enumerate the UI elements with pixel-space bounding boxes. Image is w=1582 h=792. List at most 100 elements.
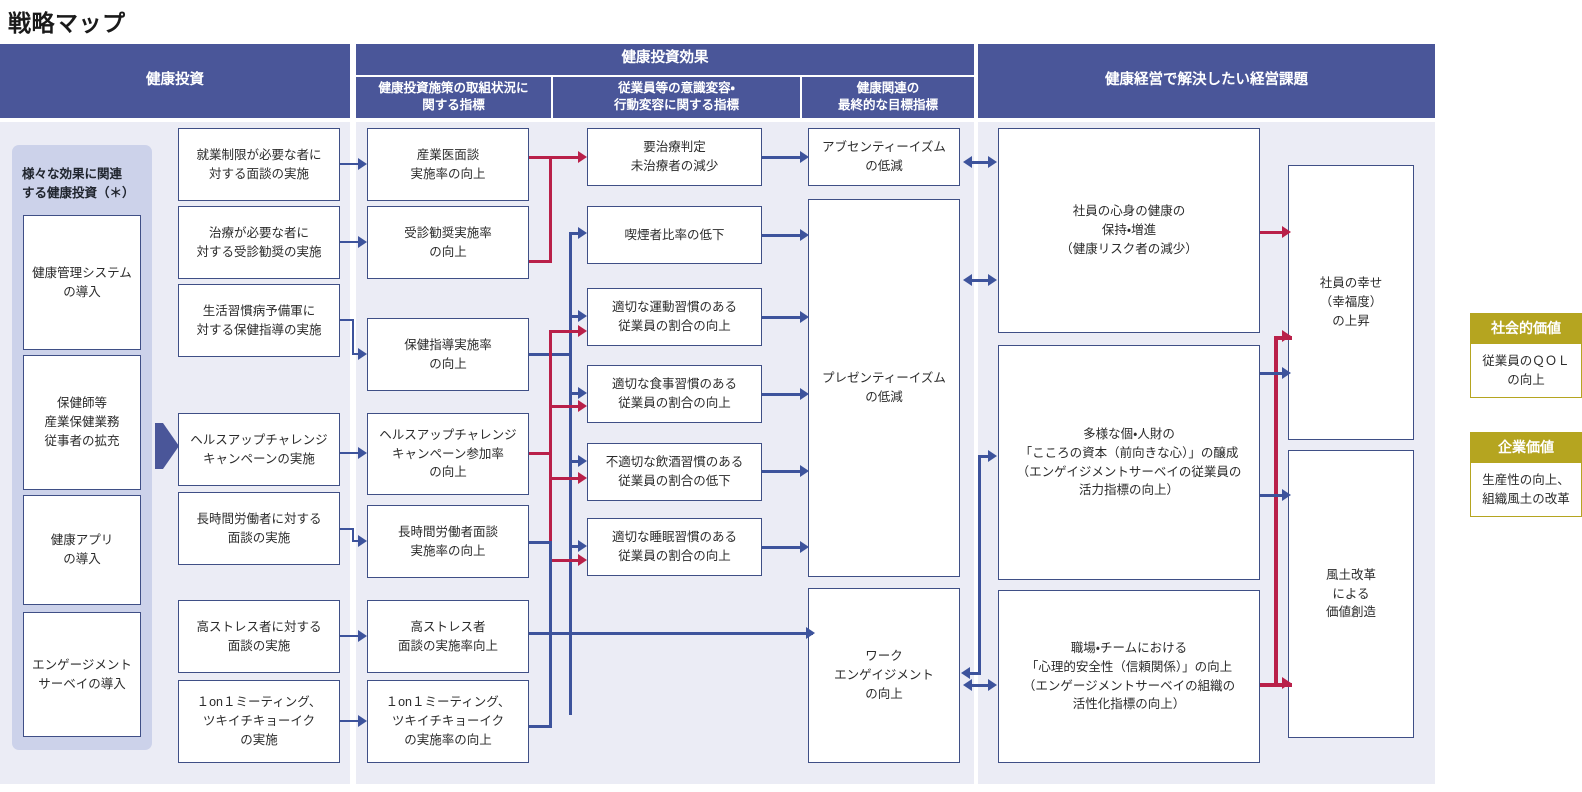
bluebus-b-out xyxy=(569,232,582,235)
connector-measure0-status0 xyxy=(340,163,359,165)
bluebus-e-stub6 xyxy=(529,725,551,728)
arrowhead-measure4-status4 xyxy=(358,535,367,547)
connector-measure2-status2b xyxy=(352,353,359,355)
final-indicator-0[interactable]: アブセンティーイズム の低減 xyxy=(808,128,960,186)
connector-measure5-status5 xyxy=(340,635,359,637)
status-indicator-2[interactable]: 保健指導実施率 の向上 xyxy=(367,318,529,391)
measure-3[interactable]: ヘルスアップチャレンジ キャンペーンの実施 xyxy=(178,413,340,486)
measure-2[interactable]: 生活習慣病予備軍に 対する保健指導の実施 xyxy=(178,284,340,357)
arrowhead-u-work xyxy=(961,667,970,679)
arrowhead-final2-issue2-right xyxy=(988,679,997,691)
measure-4[interactable]: 長時間労働者に対する 面談の実施 xyxy=(178,492,340,565)
final-indicator-1[interactable]: プレゼンティーイズム の低減 xyxy=(808,199,960,577)
behavior-indicator-2[interactable]: 適切な運動習慣のある 従業員の割合の向上 xyxy=(587,288,762,346)
redtrunk-vert xyxy=(1274,336,1278,686)
redbus-d-b4 xyxy=(549,477,581,480)
status-indicator-4[interactable]: 長時間労働者面談 実施率の向上 xyxy=(367,505,529,578)
management-issue-1[interactable]: 多様な個・人財の 「こころの資本（前向きな心）」の醸成 （エンゲイジメントサーベ… xyxy=(998,345,1260,580)
connector-behavior2-final1 xyxy=(762,316,806,319)
chevron-right-icon xyxy=(155,415,179,477)
connector-measure4-status4b xyxy=(352,540,359,542)
arrowhead-behavior0-final0 xyxy=(800,151,809,163)
arrowhead-blue-behavior4 xyxy=(578,455,587,467)
measure-5[interactable]: 高ストレス者に対する 面談の実施 xyxy=(178,600,340,673)
arrowhead-redtrunk-outcome1 xyxy=(1282,677,1291,689)
header-sublabel-behavior: 従業員等の意識変容・ 行動変容に関する指標 xyxy=(613,81,739,112)
investment-item-2[interactable]: 健康アプリ の導入 xyxy=(23,495,141,605)
connector-behavior3-final1 xyxy=(762,393,806,396)
arrowhead-u-issue1 xyxy=(988,450,997,462)
header-divider-horizontal xyxy=(356,75,974,77)
arrowhead-red-behavior0 xyxy=(578,151,587,163)
arrowhead-red-behavior4 xyxy=(578,472,587,484)
arrowhead-final1-issue0-right xyxy=(988,274,997,286)
arrowhead-final2-issue2-left xyxy=(963,679,972,691)
redbus-d-vert xyxy=(549,330,552,562)
redbus-d-b3 xyxy=(549,405,581,408)
value-head-corporate: 企業価値 xyxy=(1470,432,1582,462)
connector-measure2-status2v xyxy=(352,319,354,355)
arrowhead-behavior2-final1 xyxy=(800,311,809,323)
connector-measure1-status1 xyxy=(340,241,359,243)
status-indicator-0[interactable]: 産業医面談 実施率の向上 xyxy=(367,128,529,201)
arrowhead-behavior4-final1 xyxy=(800,465,809,477)
investment-item-0[interactable]: 健康管理システム の導入 xyxy=(23,215,141,350)
header-sublabel-status: 健康投資施策の取組状況に 関する指標 xyxy=(378,81,529,112)
bluebus-e-stub5 xyxy=(529,632,551,635)
arrowhead-red-behavior3 xyxy=(578,400,587,412)
arrowhead-blue-behavior2 xyxy=(578,310,587,322)
header-label-effect: 健康投資効果 xyxy=(621,50,709,67)
arrowhead-blue-behavior1 xyxy=(578,227,587,239)
arrowhead-measure2-status2 xyxy=(358,348,367,360)
arrowhead-behavior5-final1 xyxy=(800,541,809,553)
measure-0[interactable]: 就業制限が必要な者に 対する面談の実施 xyxy=(178,128,340,201)
investment-item-3[interactable]: エンゲージメント サーベイの導入 xyxy=(23,612,141,737)
connector-final1-issue0 xyxy=(969,279,991,282)
header-label-investment: 健康投資 xyxy=(146,72,204,89)
redbus-d-b5 xyxy=(549,559,581,562)
arrowhead-red-behavior2 xyxy=(578,325,587,337)
final-indicator-2[interactable]: ワーク エンゲイジメント の向上 xyxy=(808,588,960,763)
behavior-indicator-4[interactable]: 不適切な飲酒習慣のある 従業員の割合の低下 xyxy=(587,443,762,501)
bluebus-c-b5 xyxy=(569,545,582,548)
arrowhead-issue0-outcome0 xyxy=(1282,226,1291,238)
outcome-1[interactable]: 風土改革 による 価値創造 xyxy=(1288,450,1414,738)
connector-measure6-status6 xyxy=(340,720,359,722)
status-indicator-3[interactable]: ヘルスアップチャレンジ キャンペーン参加率 の向上 xyxy=(367,413,529,495)
connector-issue0-outcome0 xyxy=(1260,231,1289,234)
header-sublabel-final: 健康関連の 最終的な目標指標 xyxy=(837,81,938,112)
behavior-indicator-3[interactable]: 適切な食事習慣のある 従業員の割合の向上 xyxy=(587,365,762,423)
arrowhead-blue-behavior3 xyxy=(578,387,587,399)
investment-group-title: 様々な効果に関連 する健康投資（＊） xyxy=(22,167,135,200)
measure-6[interactable]: １on１ミーティング、 ツキイチキョーイク の実施 xyxy=(178,680,340,763)
management-issue-2[interactable]: 職場・チームにおける 「心理的安全性（信頼関係）」の向上 （エンゲージメントサー… xyxy=(998,590,1260,763)
measure-1[interactable]: 治療が必要な者に 対する受診勧奨の実施 xyxy=(178,206,340,279)
behavior-indicator-1[interactable]: 喫煙者比率の低下 xyxy=(587,206,762,264)
investment-item-1[interactable]: 保健師等 産業保健業務 従事者の拡充 xyxy=(23,355,141,490)
header-divider-v1 xyxy=(551,76,553,118)
behavior-indicator-5[interactable]: 適切な睡眠習慣のある 従業員の割合の向上 xyxy=(587,518,762,576)
status-indicator-1[interactable]: 受診勧奨実施率 の向上 xyxy=(367,206,529,279)
arrowhead-final0-issue0-left xyxy=(963,156,972,168)
behavior-indicator-0[interactable]: 要治療判定 未治療者の減少 xyxy=(587,128,762,186)
arrowhead-behavior3-final1 xyxy=(800,388,809,400)
connector-issue1-outcome0 xyxy=(1260,372,1289,375)
management-issue-0[interactable]: 社員の心身の健康の 保持・増進 （健康リスク者の減少） xyxy=(998,128,1260,333)
arrowhead-measure6-status6 xyxy=(358,715,367,727)
arrowhead-blue-work-engagement xyxy=(806,627,815,639)
status-indicator-6[interactable]: １on１ミーティング、 ツキイチキョーイク の実施率の向上 xyxy=(367,680,529,763)
connector-measure3-status3 xyxy=(340,452,359,454)
arrowhead-behavior1-final1 xyxy=(800,229,809,241)
connector-u-vert xyxy=(978,455,981,675)
header-band-effect xyxy=(356,44,974,118)
arrowhead-final0-issue0-right xyxy=(988,156,997,168)
arrowhead-blue-behavior5 xyxy=(578,540,587,552)
redbus-a-stub1 xyxy=(529,260,551,263)
connector-measure4-status4a xyxy=(340,528,354,530)
redbus-a-stub0 xyxy=(529,156,551,159)
outcome-0[interactable]: 社員の幸せ （幸福度） の上昇 xyxy=(1288,165,1414,440)
arrowhead-final1-issue0-left xyxy=(963,274,972,286)
status-indicator-5[interactable]: 高ストレス者 面談の実施率向上 xyxy=(367,600,529,673)
redbus-a-vert xyxy=(549,156,552,263)
